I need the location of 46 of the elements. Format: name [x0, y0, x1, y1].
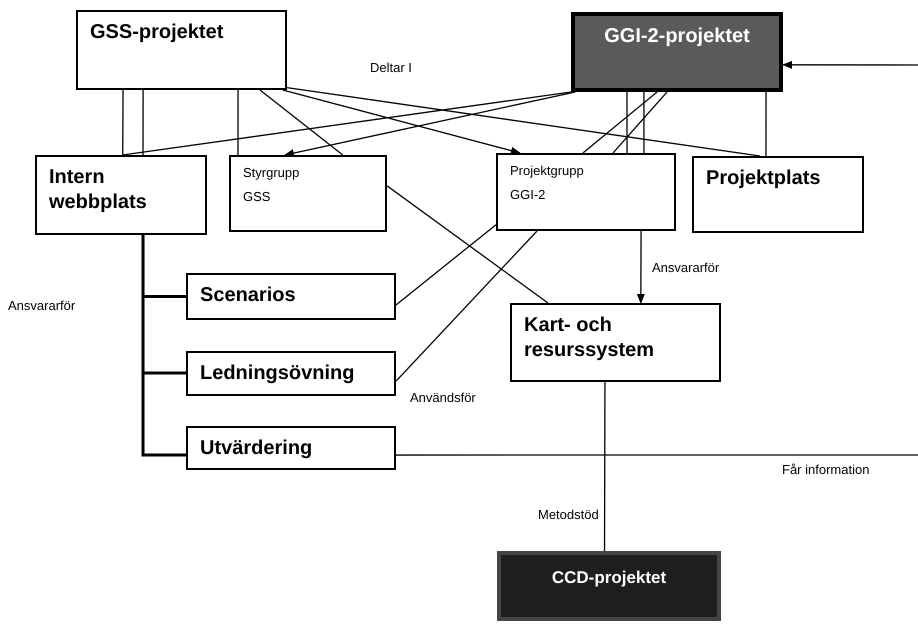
box-text: Scenarios: [199, 283, 297, 308]
relation-label: Deltar I: [370, 59, 412, 77]
process-box: [186, 426, 396, 470]
connector-line: [237, 90, 239, 155]
relation-label: Användsför: [410, 389, 476, 407]
connector-line: [142, 90, 144, 155]
process-box: [186, 351, 396, 396]
connector-line: [582, 92, 658, 154]
box-text: GGI-2-projektet: [603, 24, 751, 49]
connector-line: [396, 230, 538, 382]
process-box: [496, 153, 676, 231]
process-box: [76, 10, 287, 90]
box-text: CCD-projektet: [550, 567, 668, 588]
connector-line: [260, 89, 344, 156]
arrow: [782, 60, 918, 69]
arrow: [282, 89, 521, 155]
connector-line: [286, 86, 760, 157]
box-text: Projektgrupp GGI-2: [509, 162, 585, 204]
process-box: [186, 273, 396, 320]
relation-label: Ansvararför: [8, 297, 76, 315]
connector-line: [612, 92, 668, 154]
connector-line: [142, 235, 186, 457]
arrow: [636, 231, 645, 304]
process-box: [229, 155, 387, 232]
arrow: [284, 91, 576, 157]
box-text: GSS-projektet: [89, 20, 224, 45]
box-text: Styrgrupp GSS: [242, 164, 300, 206]
connector-line: [643, 92, 645, 153]
connector-line: [386, 185, 548, 304]
connector-line: [626, 92, 628, 153]
process-box: [692, 156, 864, 233]
box-text: Intern webbplats: [48, 165, 148, 215]
connector-line: [396, 454, 918, 456]
connector-line: [765, 92, 767, 156]
connector-line: [396, 224, 496, 306]
process-box: [510, 303, 721, 382]
box-text: Kart- och resurssystem: [523, 313, 656, 363]
box-text: Ledningsövning: [199, 361, 356, 386]
process-box: [35, 155, 207, 235]
box-text: Utvärdering: [199, 436, 314, 461]
connector-line: [122, 91, 572, 156]
connector-line: [122, 90, 124, 155]
process-box: [571, 12, 783, 92]
connector-line: [604, 382, 606, 551]
box-text: Projektplats: [705, 166, 822, 191]
process-box: [497, 551, 721, 621]
